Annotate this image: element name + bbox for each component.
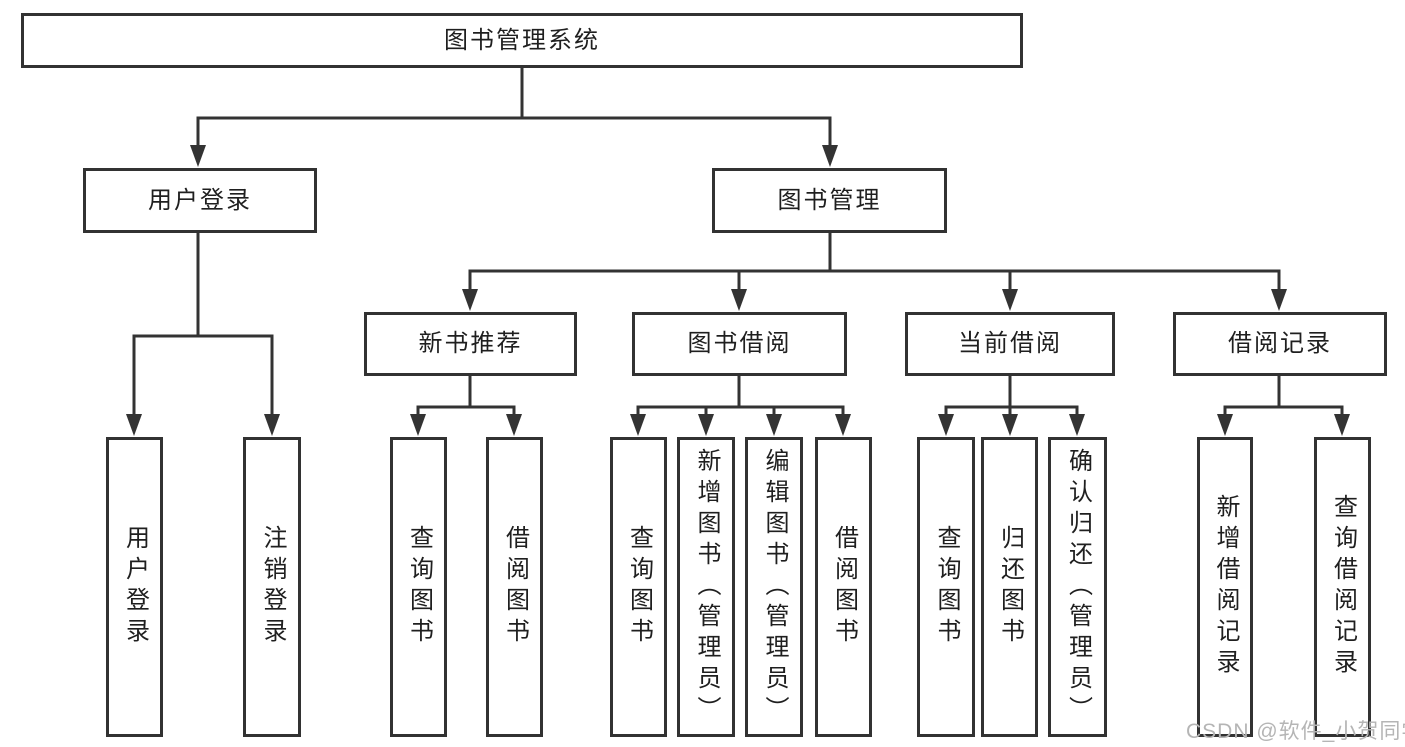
node-book-management-label: 图书管理 [777, 186, 882, 214]
leaf-logout-label: 注销登录 [259, 525, 286, 649]
leaf-borrowing-edit-books-admin: 编辑图书（管理员） [745, 437, 803, 737]
node-borrowing-records: 借阅记录 [1173, 312, 1387, 376]
arrowhead-icon [1069, 414, 1085, 436]
arrowhead-icon [462, 289, 478, 311]
arrowheads [126, 145, 1350, 436]
csdn-watermark: CSDN @软件_小贺同学 [1186, 720, 1405, 743]
leaf-recommend-borrow-books: 借阅图书 [486, 437, 543, 737]
leaf-borrowing-borrow-books: 借阅图书 [815, 437, 872, 737]
arrowhead-icon [1002, 289, 1018, 311]
connector-lines [132, 66, 1344, 420]
leaf-records-query-record-label: 查询借阅记录 [1329, 494, 1357, 680]
leaf-user-login-label: 用户登录 [121, 525, 149, 649]
leaf-recommend-query-books: 查询图书 [390, 437, 447, 737]
arrowhead-icon [1271, 289, 1287, 311]
leaf-recommend-borrow-books-label: 借阅图书 [501, 525, 529, 649]
arrowhead-icon [190, 145, 206, 167]
node-root-library-system: 图书管理系统 [21, 13, 1023, 68]
leaf-records-query-record: 查询借阅记录 [1314, 437, 1371, 737]
node-book-management: 图书管理 [712, 168, 947, 233]
arrowhead-icon [1217, 414, 1233, 436]
leaf-current-confirm-return-admin: 确认归还（管理员） [1048, 437, 1107, 737]
leaf-current-confirm-return-admin-label: 确认归还（管理员） [1064, 447, 1092, 727]
leaf-records-add-record-label: 新增借阅记录 [1212, 494, 1239, 680]
leaf-current-return-books: 归还图书 [981, 437, 1038, 737]
arrowhead-icon [410, 414, 426, 436]
leaf-user-login: 用户登录 [106, 437, 163, 737]
node-new-book-recommend: 新书推荐 [364, 312, 577, 376]
node-new-book-recommend-label: 新书推荐 [418, 330, 523, 357]
arrowhead-icon [938, 414, 954, 436]
arrowhead-icon [630, 414, 646, 436]
node-current-borrowing: 当前借阅 [905, 312, 1115, 376]
arrowhead-icon [1002, 414, 1018, 436]
arrowhead-icon [264, 414, 280, 436]
node-user-login: 用户登录 [83, 168, 317, 233]
leaf-borrowing-borrow-books-label: 借阅图书 [830, 525, 858, 649]
leaf-borrowing-query-books-label: 查询图书 [625, 525, 653, 649]
leaf-current-query-books-label: 查询图书 [933, 525, 960, 649]
arrowhead-icon [835, 414, 851, 436]
leaf-records-add-record: 新增借阅记录 [1197, 437, 1253, 737]
node-book-borrowing-label: 图书借阅 [687, 330, 792, 357]
arrowhead-icon [698, 414, 714, 436]
node-user-login-label: 用户登录 [148, 186, 252, 214]
leaf-logout: 注销登录 [243, 437, 301, 737]
arrowhead-icon [766, 414, 782, 436]
node-book-borrowing: 图书借阅 [632, 312, 847, 376]
arrowhead-icon [126, 414, 142, 436]
leaf-borrowing-edit-books-admin-label: 编辑图书（管理员） [761, 447, 788, 727]
leaf-borrowing-add-books-admin: 新增图书（管理员） [677, 437, 735, 737]
arrowhead-icon [506, 414, 522, 436]
arrowhead-icon [822, 145, 838, 167]
node-root-label: 图书管理系统 [444, 26, 600, 54]
node-borrowing-records-label: 借阅记录 [1228, 330, 1332, 357]
arrowhead-icon [731, 289, 747, 311]
leaf-borrowing-query-books: 查询图书 [610, 437, 667, 737]
leaf-current-query-books: 查询图书 [917, 437, 975, 737]
leaf-recommend-query-books-label: 查询图书 [405, 525, 433, 649]
leaf-borrowing-add-books-admin-label: 新增图书（管理员） [693, 447, 720, 727]
arrowhead-icon [1334, 414, 1350, 436]
leaf-current-return-books-label: 归还图书 [996, 525, 1024, 649]
node-current-borrowing-label: 当前借阅 [958, 330, 1062, 357]
